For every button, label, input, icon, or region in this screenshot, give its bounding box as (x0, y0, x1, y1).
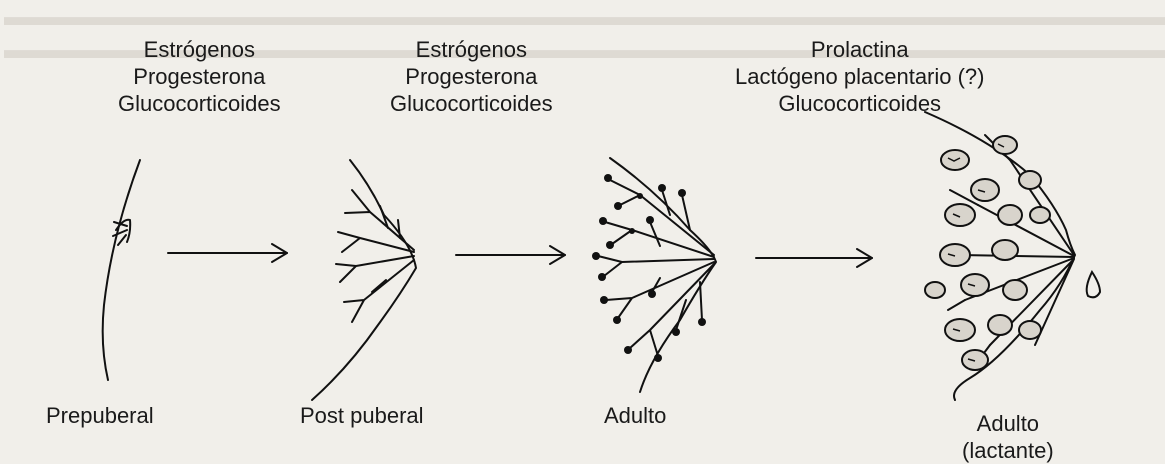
hormone-label: Progesterona (390, 63, 553, 90)
hormone-label: Estrógenos (390, 36, 553, 63)
stage-label-line: Adulto (962, 410, 1054, 437)
arrow-2 (456, 246, 565, 264)
hormone-label: Glucocorticoides (735, 90, 985, 117)
hormone-label: Estrógenos (118, 36, 281, 63)
prepuberal-gland (103, 160, 140, 380)
arrow-3 (756, 249, 872, 267)
post-puberal-gland (312, 160, 416, 400)
stage-label-adulto-lactante: Adulto (lactante) (962, 410, 1054, 464)
hormone-label: Progesterona (118, 63, 281, 90)
stage-label-prepuberal: Prepuberal (46, 402, 154, 429)
arrow-1 (168, 244, 287, 262)
hormone-label: Lactógeno placentario (?) (735, 63, 985, 90)
stage-label-line: (lactante) (962, 437, 1054, 464)
hormone-label: Glucocorticoides (390, 90, 553, 117)
lactante-lobules (925, 136, 1050, 370)
hormones-group-2: Estrógenos Progesterona Glucocorticoides (390, 36, 553, 117)
stage-label-post-puberal: Post puberal (300, 402, 424, 429)
hormones-group-3: Prolactina Lactógeno placentario (?) Glu… (735, 36, 985, 117)
hormones-group-1: Estrógenos Progesterona Glucocorticoides (118, 36, 281, 117)
hormone-label: Glucocorticoides (118, 90, 281, 117)
hormone-label: Prolactina (735, 36, 985, 63)
milk-drop (1087, 272, 1100, 297)
stage-label-adulto: Adulto (604, 402, 666, 429)
